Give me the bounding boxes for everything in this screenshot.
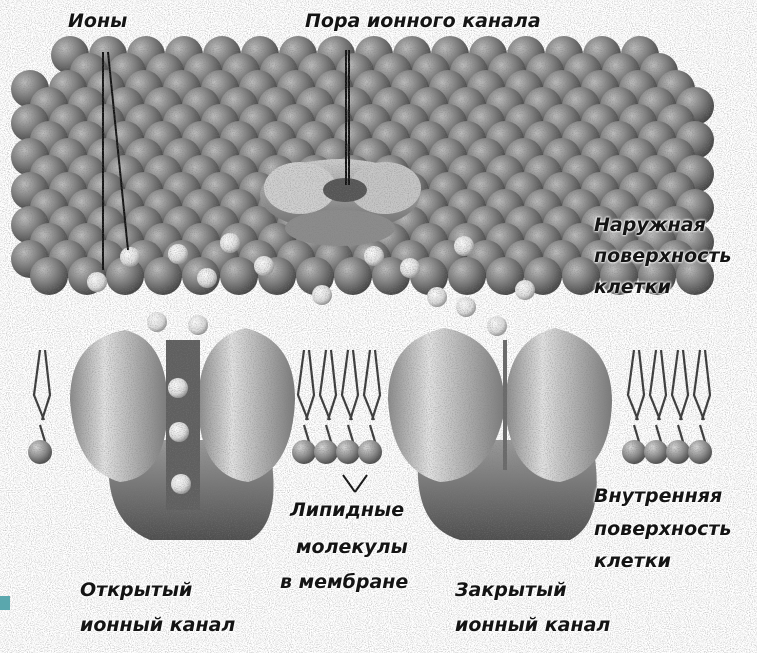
label-inner-surface-1: Внутренняя	[594, 484, 722, 509]
label-outer-surface-2: поверхность	[594, 244, 731, 269]
label-outer-surface-3: клетки	[594, 275, 671, 300]
label-open-channel-1: Открытый	[80, 578, 192, 603]
label-lipids-2: молекулы	[296, 535, 408, 560]
label-open-channel-2: ионный канал	[80, 613, 235, 638]
label-closed-channel-1: Закрытый	[455, 578, 567, 603]
label-outer-surface-1: Наружная	[594, 213, 706, 238]
label-inner-surface-3: клетки	[594, 549, 671, 574]
label-lipids-3: в мембране	[280, 570, 408, 595]
label-pore: Пора ионного канала	[305, 9, 541, 34]
slide-marker	[0, 596, 10, 610]
label-ions: Ионы	[68, 9, 127, 34]
label-inner-surface-2: поверхность	[594, 517, 731, 542]
label-lipids-1: Липидные	[290, 498, 404, 523]
label-closed-channel-2: ионный канал	[455, 613, 610, 638]
